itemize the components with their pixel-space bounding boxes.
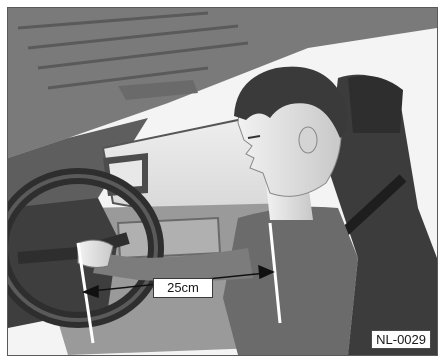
figure-code-label: NL-0029 [371, 330, 431, 349]
torso [223, 207, 358, 355]
ear [299, 127, 317, 153]
distance-label: 25cm [153, 278, 213, 298]
hand [78, 240, 113, 267]
door-trim [118, 218, 220, 258]
headrest [348, 76, 403, 133]
driver-position-illustration [8, 8, 437, 355]
illustration-frame: 25cm NL-0029 [7, 7, 438, 356]
